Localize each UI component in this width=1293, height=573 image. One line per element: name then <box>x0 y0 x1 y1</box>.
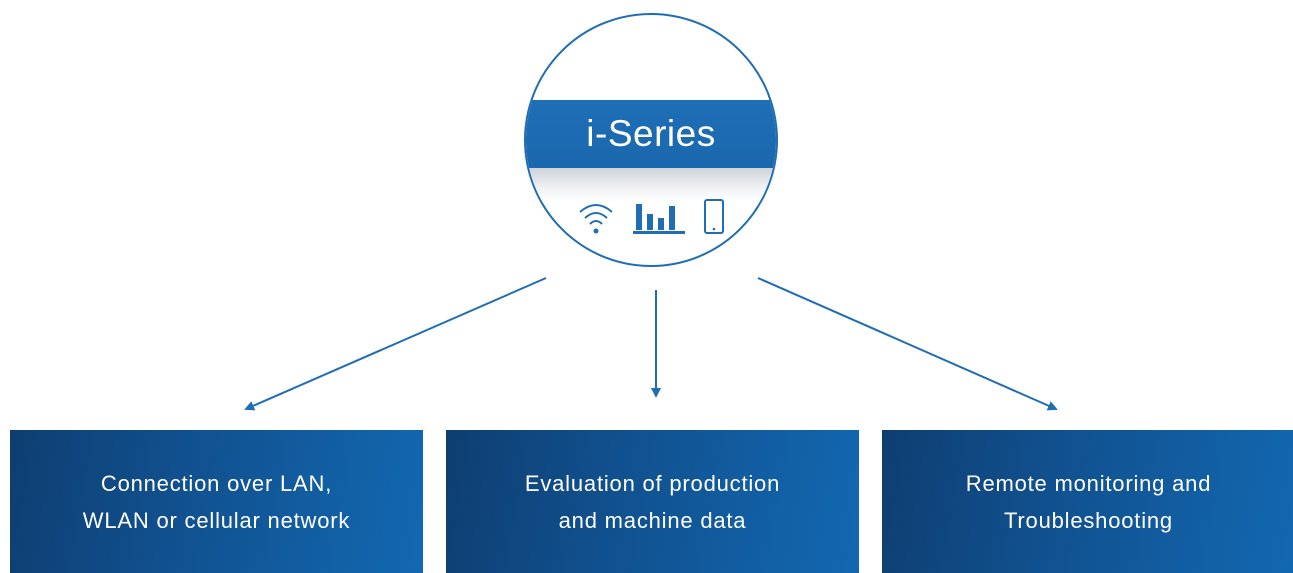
feature-text: Evaluation of production and machine dat… <box>524 470 781 533</box>
arrow-left <box>244 277 547 411</box>
hub-title: i-Series <box>586 113 716 154</box>
i-series-hub: i-Series <box>524 13 778 267</box>
hub-shadow <box>526 168 776 202</box>
smartphone-icon <box>703 198 725 236</box>
feature-box-connectivity: Connection over LAN, WLAN or cellular ne… <box>10 430 423 573</box>
arrow-right <box>757 277 1058 411</box>
hub-icons <box>526 196 776 236</box>
feature-text: Remote monitoring and Troubleshooting <box>965 470 1212 533</box>
feature-box-remote-monitoring: Remote monitoring and Troubleshooting <box>882 430 1293 573</box>
bar-chart-icon <box>633 200 685 236</box>
wifi-icon <box>577 200 615 236</box>
hub-title-band: i-Series <box>526 100 776 168</box>
feature-box-evaluation: Evaluation of production and machine dat… <box>446 430 859 573</box>
feature-text: Connection over LAN, WLAN or cellular ne… <box>82 470 351 533</box>
